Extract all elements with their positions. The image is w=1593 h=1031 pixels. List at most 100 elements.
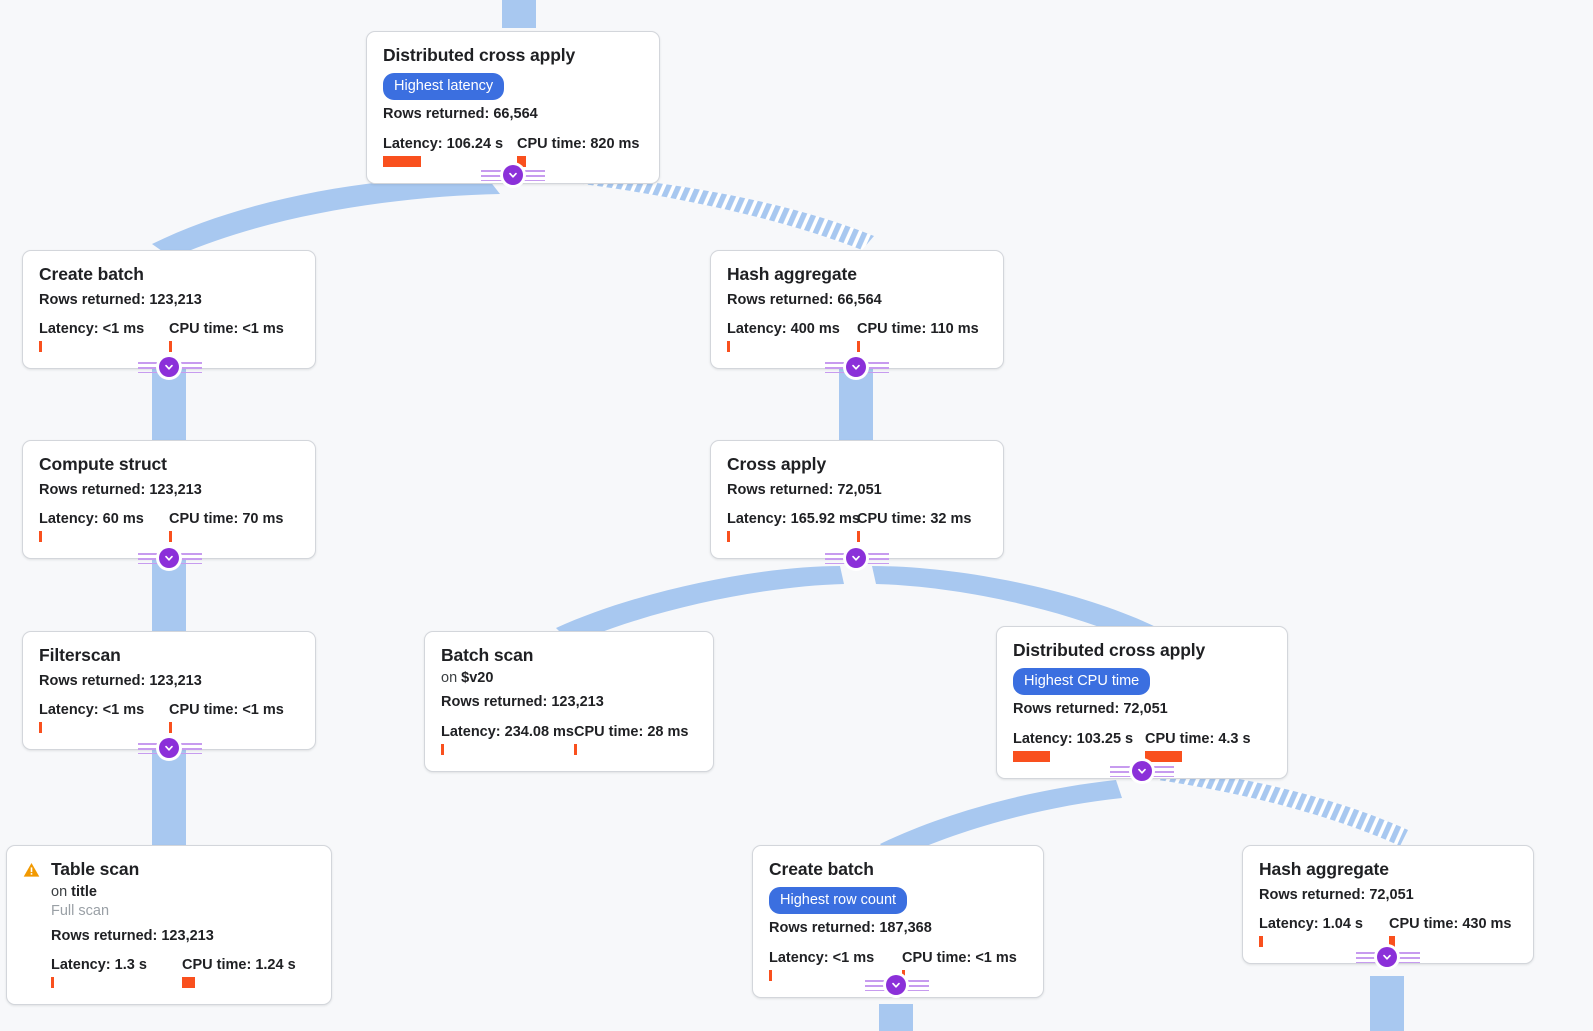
rows-returned: Rows returned: 187,368 [769,920,932,937]
collapse-toggle-n6[interactable] [159,738,179,758]
latency-label: Latency: 234.08 ms [441,723,574,740]
latency-metric: Latency: 1.04 s [1259,916,1389,948]
plan-node-compute-struct[interactable]: Compute struct Rows returned: 123,213 La… [22,440,316,560]
latency-metric: Latency: 1.3 s [51,957,182,989]
cpu-time-label: CPU time: 32 ms [857,511,972,528]
collapse-toggle-n2[interactable] [159,357,179,377]
edge-n1-n3 [528,172,874,250]
metrics-row: Latency: 103.25 s CPU time: 4.3 s [1013,731,1271,762]
edge-n6-n9 [152,739,186,853]
edge-n10-outflow [879,1004,913,1031]
cpu-time-label: CPU time: 4.3 s [1145,730,1251,747]
latency-label: Latency: 165.92 ms [727,511,860,528]
rows-returned: Rows returned: 123,213 [441,694,604,711]
plan-node-create-batch-left[interactable]: Create batch Rows returned: 123,213 Late… [22,250,316,370]
cpu-metric: CPU time: 430 ms [1389,916,1512,948]
scan-target-name: title [71,883,97,900]
latency-label: Latency: 1.3 s [51,957,147,974]
latency-label: Latency: <1 ms [39,702,145,719]
plan-node-distributed-cross-apply-root[interactable]: Distributed cross apply Highest latency … [366,31,660,184]
scan-target: on title [51,883,296,903]
node-title: Distributed cross apply [1013,640,1206,660]
cpu-time-label: CPU time: 1.24 s [182,957,296,974]
node-title: Compute struct [39,454,167,474]
metrics-row: Latency: 106.24 s CPU time: 820 ms [383,136,643,167]
cpu-time-bar [182,977,195,989]
node-title: Filterscan [39,645,121,665]
latency-metric: Latency: <1 ms [769,950,902,981]
latency-bar [383,155,421,167]
collapse-toggle-n11[interactable] [1377,947,1397,967]
latency-bar [51,977,54,989]
metrics-row: Latency: 60 ms CPU time: 70 ms [39,511,299,543]
cpu-time-bar [857,531,860,543]
metrics-row: Latency: 234.08 ms CPU time: 28 ms [441,724,697,755]
latency-metric: Latency: 106.24 s [383,136,517,167]
edge-n8-n10 [880,780,1122,860]
plan-node-batch-scan[interactable]: Batch scan on $v20 Rows returned: 123,21… [424,631,714,772]
rows-returned: Rows returned: 66,564 [727,291,882,308]
collapse-toggle-n4[interactable] [159,548,179,568]
plan-node-distributed-cross-apply-cpu[interactable]: Distributed cross apply Highest CPU time… [996,626,1288,779]
warning-icon [23,862,40,883]
plan-node-cross-apply[interactable]: Cross apply Rows returned: 72,051 Latenc… [710,440,1004,560]
metrics-row: Latency: <1 ms CPU time: <1 ms [769,950,1027,981]
rows-returned: Rows returned: 72,051 [1013,701,1168,718]
latency-bar [1013,750,1050,762]
cpu-metric: CPU time: <1 ms [902,950,1017,981]
metrics-row: Latency: 165.92 ms CPU time: 32 ms [727,511,987,543]
node-header: Distributed cross apply [383,45,643,67]
status-badge-highest-cpu-time: Highest CPU time [1013,667,1151,696]
node-title: Batch scan [441,645,534,665]
cpu-time-bar [517,155,526,167]
collapse-toggle-n3[interactable] [846,357,866,377]
on-prefix: on [441,669,462,686]
scan-target: on $v20 [441,669,697,689]
scan-type: Full scan [51,903,110,920]
cpu-time-label: CPU time: <1 ms [169,702,284,719]
node-title: Cross apply [727,454,827,474]
collapse-toggle-n1[interactable] [503,165,523,185]
node-title: Hash aggregate [1259,859,1389,879]
latency-metric: Latency: 400 ms [727,321,857,353]
latency-metric: Latency: 234.08 ms [441,724,574,755]
plan-node-filterscan[interactable]: Filterscan Rows returned: 123,213 Latenc… [22,631,316,751]
cpu-time-bar [169,531,172,543]
latency-metric: Latency: <1 ms [39,702,169,734]
cpu-time-label: CPU time: <1 ms [902,949,1017,966]
plan-node-hash-aggregate-lower[interactable]: Hash aggregate Rows returned: 72,051 Lat… [1242,845,1534,965]
edge-n1-n2 [152,176,500,258]
cpu-metric: CPU time: 70 ms [169,511,284,543]
rows-returned: Rows returned: 66,564 [383,106,538,123]
rows-returned: Rows returned: 72,051 [727,481,882,498]
plan-node-hash-aggregate-upper[interactable]: Hash aggregate Rows returned: 66,564 Lat… [710,250,1004,370]
latency-metric: Latency: 165.92 ms [727,511,860,543]
rows-returned: Rows returned: 123,213 [39,481,202,498]
collapse-toggle-n10[interactable] [886,975,906,995]
cpu-metric: CPU time: 4.3 s [1145,731,1251,762]
cpu-time-bar [857,341,860,353]
rows-returned: Rows returned: 123,213 [51,928,214,944]
latency-label: Latency: 103.25 s [1013,730,1134,747]
latency-metric: Latency: <1 ms [39,321,169,353]
latency-bar [39,341,42,353]
plan-node-create-batch-highest-rows[interactable]: Create batch Highest row count Rows retu… [752,845,1044,998]
cpu-time-label: CPU time: 820 ms [517,135,640,152]
collapse-toggle-n8[interactable] [1132,761,1152,781]
metrics-row: Latency: <1 ms CPU time: <1 ms [39,321,299,353]
latency-bar [1259,936,1263,948]
plan-node-table-scan[interactable]: Table scan on title Full scan Rows retur… [6,845,332,1006]
latency-bar [727,531,730,543]
latency-metric: Latency: 103.25 s [1013,731,1145,762]
latency-metric: Latency: 60 ms [39,511,169,543]
cpu-time-bar [1145,750,1182,762]
cpu-metric: CPU time: 1.24 s [182,957,296,989]
cpu-time-bar [169,722,172,734]
cpu-time-label: CPU time: 28 ms [574,723,689,740]
collapse-toggle-n5[interactable] [846,548,866,568]
node-title: Table scan [51,859,140,879]
scan-target-name: $v20 [461,669,494,686]
metrics-row: Latency: 1.3 s CPU time: 1.24 s [51,957,296,989]
cpu-time-label: CPU time: 70 ms [169,511,284,528]
